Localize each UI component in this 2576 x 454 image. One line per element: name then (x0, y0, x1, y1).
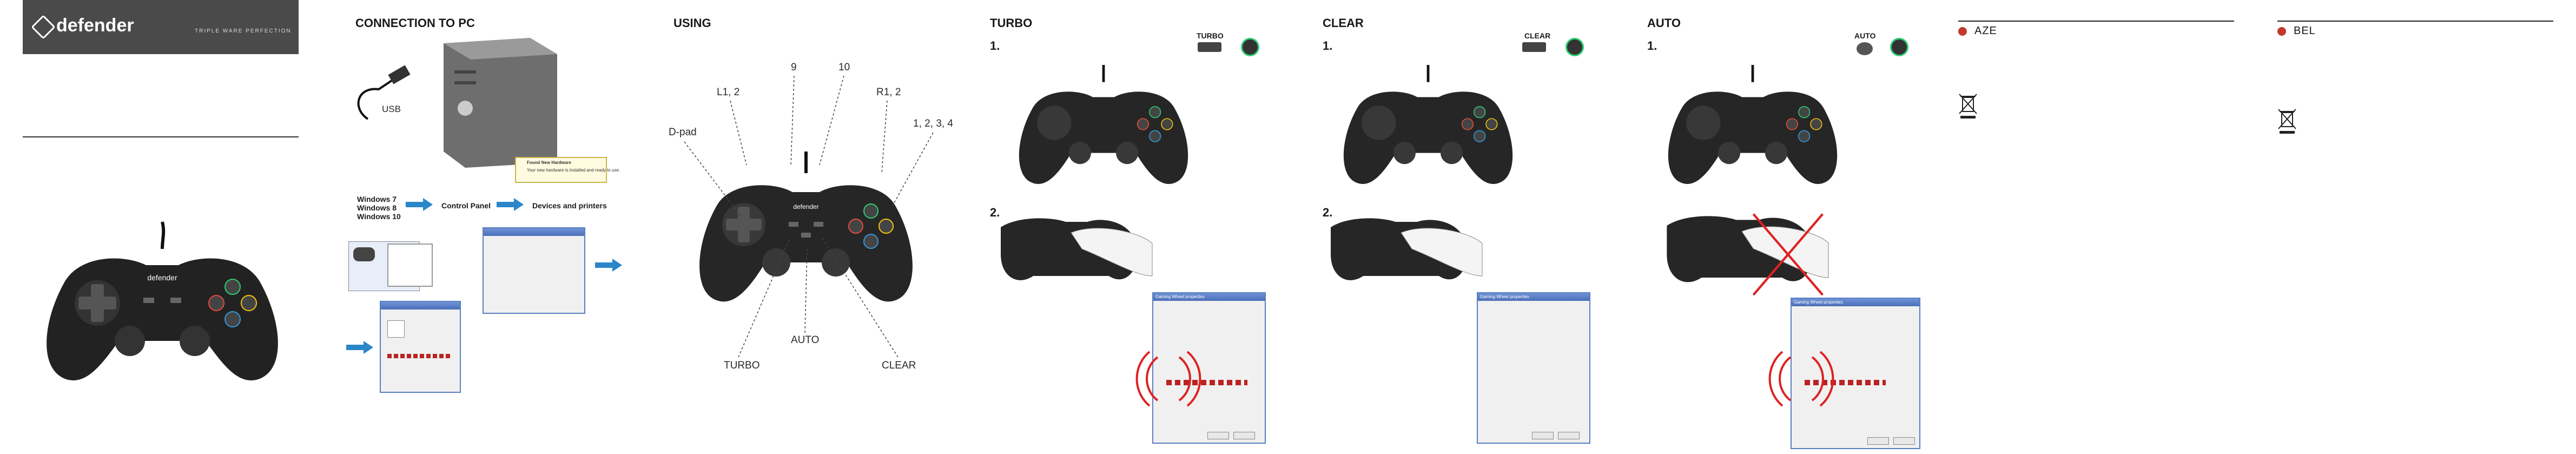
weee-bin-icon (1959, 94, 1977, 119)
found-hardware-popup: Found New Hardware Your new hardware is … (515, 157, 620, 183)
label-auto: AUTO (791, 334, 820, 346)
turbo-panel: TURBO 1. 2. TURBO Gaming Wheel propertie… (974, 0, 1298, 454)
axis-box (387, 320, 405, 338)
clear-panel: CLEAR 1. 2. CLEAR Gaming Wheel propertie… (1298, 0, 1623, 454)
label-r12: R1, 2 (876, 87, 901, 98)
windows-10: Windows 10 (357, 212, 401, 221)
clear-pad-1 (1343, 65, 1513, 184)
clear-test-dialog: Gaming Wheel properties (1477, 292, 1590, 444)
turbo-step-1: 1. (990, 39, 1000, 52)
cancel-button[interactable] (1233, 432, 1255, 439)
test-button-dots (1805, 380, 1886, 385)
arrow-icon (595, 259, 622, 272)
cover-divider (23, 136, 299, 137)
cover-gamepad: defender (47, 221, 278, 380)
turbo-pad-1 (1019, 65, 1188, 184)
green-led-icon (1241, 38, 1259, 56)
clear-step-2: 2. (1323, 206, 1333, 219)
auto-pad-2 (1667, 213, 1829, 296)
brand-header: defender TRIPLE WARE PERFECTION (23, 0, 299, 54)
connection-panel: CONNECTION TO PC USB Found New Hardware … (325, 0, 649, 454)
aze-header: AZE (1958, 21, 2234, 37)
turbo-button-label: TURBO (1197, 31, 1224, 40)
game-controllers-dialog (483, 227, 585, 314)
label-dpad: D-pad (669, 127, 697, 138)
gamepad-device-icon (353, 247, 375, 261)
weee-bin-icon (2278, 109, 2296, 134)
label-clear: CLEAR (882, 360, 916, 371)
label-9: 9 (791, 62, 797, 73)
signal-waves (1768, 351, 1834, 407)
brand-name: defender (56, 15, 134, 36)
turbo-test-dialog: Gaming Wheel properties (1152, 292, 1266, 444)
control-panel-label: Control Panel (441, 201, 491, 210)
clear-hand-2 (1331, 218, 1483, 280)
ok-button[interactable] (1207, 432, 1229, 439)
pc-tower (444, 38, 557, 168)
clear-button-label: CLEAR (1524, 31, 1551, 40)
button-dots (387, 354, 452, 358)
ok-button[interactable] (1867, 437, 1889, 445)
cancel-button[interactable] (1558, 432, 1580, 439)
turbo-hand-2 (1001, 218, 1153, 280)
green-led-icon (1890, 38, 1908, 56)
devices-label: Devices and printers (532, 201, 607, 210)
test-button-dots (1166, 380, 1247, 385)
cancel-button[interactable] (1893, 437, 1915, 445)
windows-7: Windows 7 (357, 195, 397, 203)
label-1234: 1, 2, 3, 4 (913, 118, 953, 129)
auto-key (1857, 42, 1873, 55)
brand-logo-icon (31, 15, 56, 40)
clear-title: CLEAR (1323, 16, 1364, 30)
cover-panel: defender TRIPLE WARE PERFECTION defender (0, 0, 325, 454)
usb-cable (357, 65, 411, 120)
usb-label: USB (382, 104, 401, 114)
turbo-step-2: 2. (990, 206, 1000, 219)
bel-panel: BEL (2267, 0, 2570, 454)
brand-tagline: TRIPLE WARE PERFECTION (195, 28, 292, 34)
label-turbo: TURBO (724, 360, 760, 371)
windows-8: Windows 8 (357, 203, 397, 212)
bel-header: BEL (2277, 21, 2553, 37)
aze-flag-icon (1958, 27, 1967, 36)
arrow-icon (346, 341, 373, 354)
connection-title: CONNECTION TO PC (355, 16, 475, 30)
auto-test-dialog: Gaming Wheel properties (1791, 298, 1920, 449)
arrow-icon (497, 198, 524, 211)
context-menu (387, 244, 433, 287)
auto-pad-1 (1668, 65, 1838, 184)
bel-flag-icon (2277, 27, 2286, 36)
auto-panel: AUTO 1. AUTO Gaming Wheel properties (1623, 0, 1947, 454)
using-pad-logo: defender (793, 203, 818, 210)
cover-pad-logo: defender (147, 273, 177, 282)
clear-step-1: 1. (1323, 39, 1333, 52)
ok-button[interactable] (1532, 432, 1554, 439)
aze-panel: AZE (1953, 0, 2256, 454)
auto-button-label: AUTO (1854, 31, 1876, 40)
test-properties-dialog (380, 301, 461, 393)
label-10: 10 (838, 62, 850, 73)
using-panel: USING defender L1, 2 9 10 R1, 2 1, 2, 3, (649, 0, 974, 454)
using-title: USING (673, 16, 711, 30)
label-l12: L1, 2 (717, 87, 740, 98)
callout-lines (684, 75, 934, 358)
clear-key (1522, 42, 1546, 52)
green-led-icon (1566, 38, 1584, 56)
signal-waves (1135, 351, 1201, 407)
auto-title: AUTO (1647, 16, 1681, 30)
arrow-icon (406, 198, 433, 211)
auto-step-1: 1. (1647, 39, 1657, 52)
turbo-key (1198, 42, 1221, 52)
turbo-title: TURBO (990, 16, 1033, 30)
